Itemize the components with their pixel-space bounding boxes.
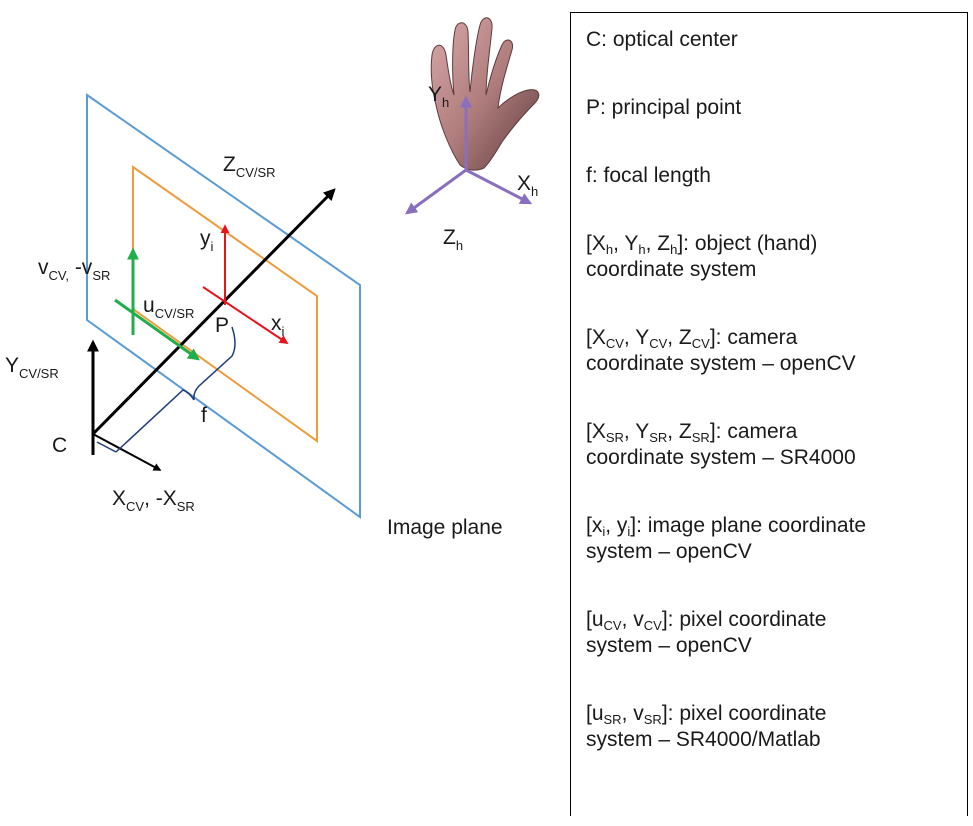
legend-entry: [Xh, Yh, Zh]: object (hand)coordinate sy… — [586, 231, 953, 283]
legend-text: ]: camera — [709, 420, 798, 443]
legend-panel: C: optical center P: principal point f: fo… — [570, 12, 968, 816]
legend-text: system – openCV — [586, 540, 752, 563]
legend-text: , y — [605, 514, 628, 537]
legend-text: [X — [586, 232, 606, 255]
y-camera-axis-label: YCV/SR — [5, 354, 59, 381]
optical-center-label: C — [52, 434, 67, 457]
z-axis-arrow — [91, 188, 336, 436]
legend-subscript: CV — [605, 336, 624, 351]
v-axis-label: vCV, -vSR — [38, 256, 110, 283]
legend-text: , v — [621, 608, 644, 631]
x-camera-axis-label: XCV, -XSR — [112, 487, 195, 514]
legend-text: [u — [586, 702, 604, 725]
legend-text: system – SR4000/Matlab — [586, 728, 821, 751]
legend-text: ]: object (hand) — [677, 232, 818, 255]
legend-text: ]: pixel coordinate — [661, 608, 827, 631]
legend-text: , Y — [613, 232, 639, 255]
hand-image — [430, 17, 540, 171]
x-image-label: xi — [271, 312, 285, 339]
legend-subscript: i — [627, 524, 631, 539]
legend-text: [x — [586, 514, 603, 537]
legend-subscript: h — [638, 242, 646, 257]
legend-text: , Z — [667, 326, 692, 349]
legend-subscript: SR — [605, 430, 624, 445]
legend-entry: C: optical center — [586, 27, 953, 53]
legend-text: , Y — [623, 326, 650, 349]
legend-text: , Z — [667, 420, 692, 443]
legend-text: f: focal length — [586, 164, 711, 187]
hand-x-label: Xh — [517, 172, 538, 199]
legend-text: , Y — [623, 420, 650, 443]
x-camera-axis-arrow — [92, 433, 162, 471]
legend-text: coordinate system – openCV — [586, 352, 856, 375]
hand-z-axis-arrow — [405, 168, 467, 215]
hand-x-axis-arrow — [465, 168, 533, 205]
legend-text: ]: pixel coordinate — [661, 702, 827, 725]
image-plane-label: Image plane — [387, 516, 503, 539]
legend-text: [X — [586, 326, 606, 349]
z-axis-label: ZCV/SR — [223, 153, 276, 180]
legend-text: ]: camera — [709, 326, 798, 349]
x-image-axis-arrow — [202, 286, 289, 344]
y-image-label: yi — [200, 227, 214, 254]
legend-subscript: SR — [649, 430, 668, 445]
legend-text: [u — [586, 608, 604, 631]
legend-text: [X — [586, 420, 606, 443]
u-axis-label: uCV/SR — [143, 294, 194, 321]
legend-text: P: principal point — [586, 96, 742, 119]
legend-text: C: optical center — [586, 28, 738, 51]
legend-text: ]: image plane coordinate — [630, 514, 867, 537]
legend-text: , Z — [645, 232, 671, 255]
legend-subscript: h — [670, 242, 678, 257]
legend-text: coordinate system – SR4000 — [586, 446, 856, 469]
legend-subscript: i — [602, 524, 606, 539]
image-plane — [86, 93, 361, 519]
legend-subscript: SR — [691, 430, 710, 445]
principal-point-label: P — [215, 314, 229, 337]
legend-text: , v — [621, 702, 644, 725]
legend-entry: f: focal length — [586, 163, 953, 189]
legend-subscript: SR — [643, 712, 662, 727]
legend-entry: P: principal point — [586, 95, 953, 121]
legend-text: coordinate system — [586, 258, 757, 281]
u-pixel-axis-arrow — [114, 298, 200, 361]
legend-subscript: h — [605, 242, 614, 257]
legend-subscript: SR — [603, 712, 622, 727]
legend-subscript: CV — [603, 618, 622, 633]
legend-subscript: CV — [643, 618, 662, 633]
hand-z-label: Zh — [443, 226, 463, 253]
focal-length-label: f — [201, 404, 207, 427]
focal-length-bracket — [96, 326, 236, 453]
legend-subscript: CV — [649, 336, 668, 351]
hand-y-label: Yh — [428, 83, 449, 110]
legend-subscript: CV — [691, 336, 710, 351]
legend-text: system – openCV — [586, 634, 752, 657]
